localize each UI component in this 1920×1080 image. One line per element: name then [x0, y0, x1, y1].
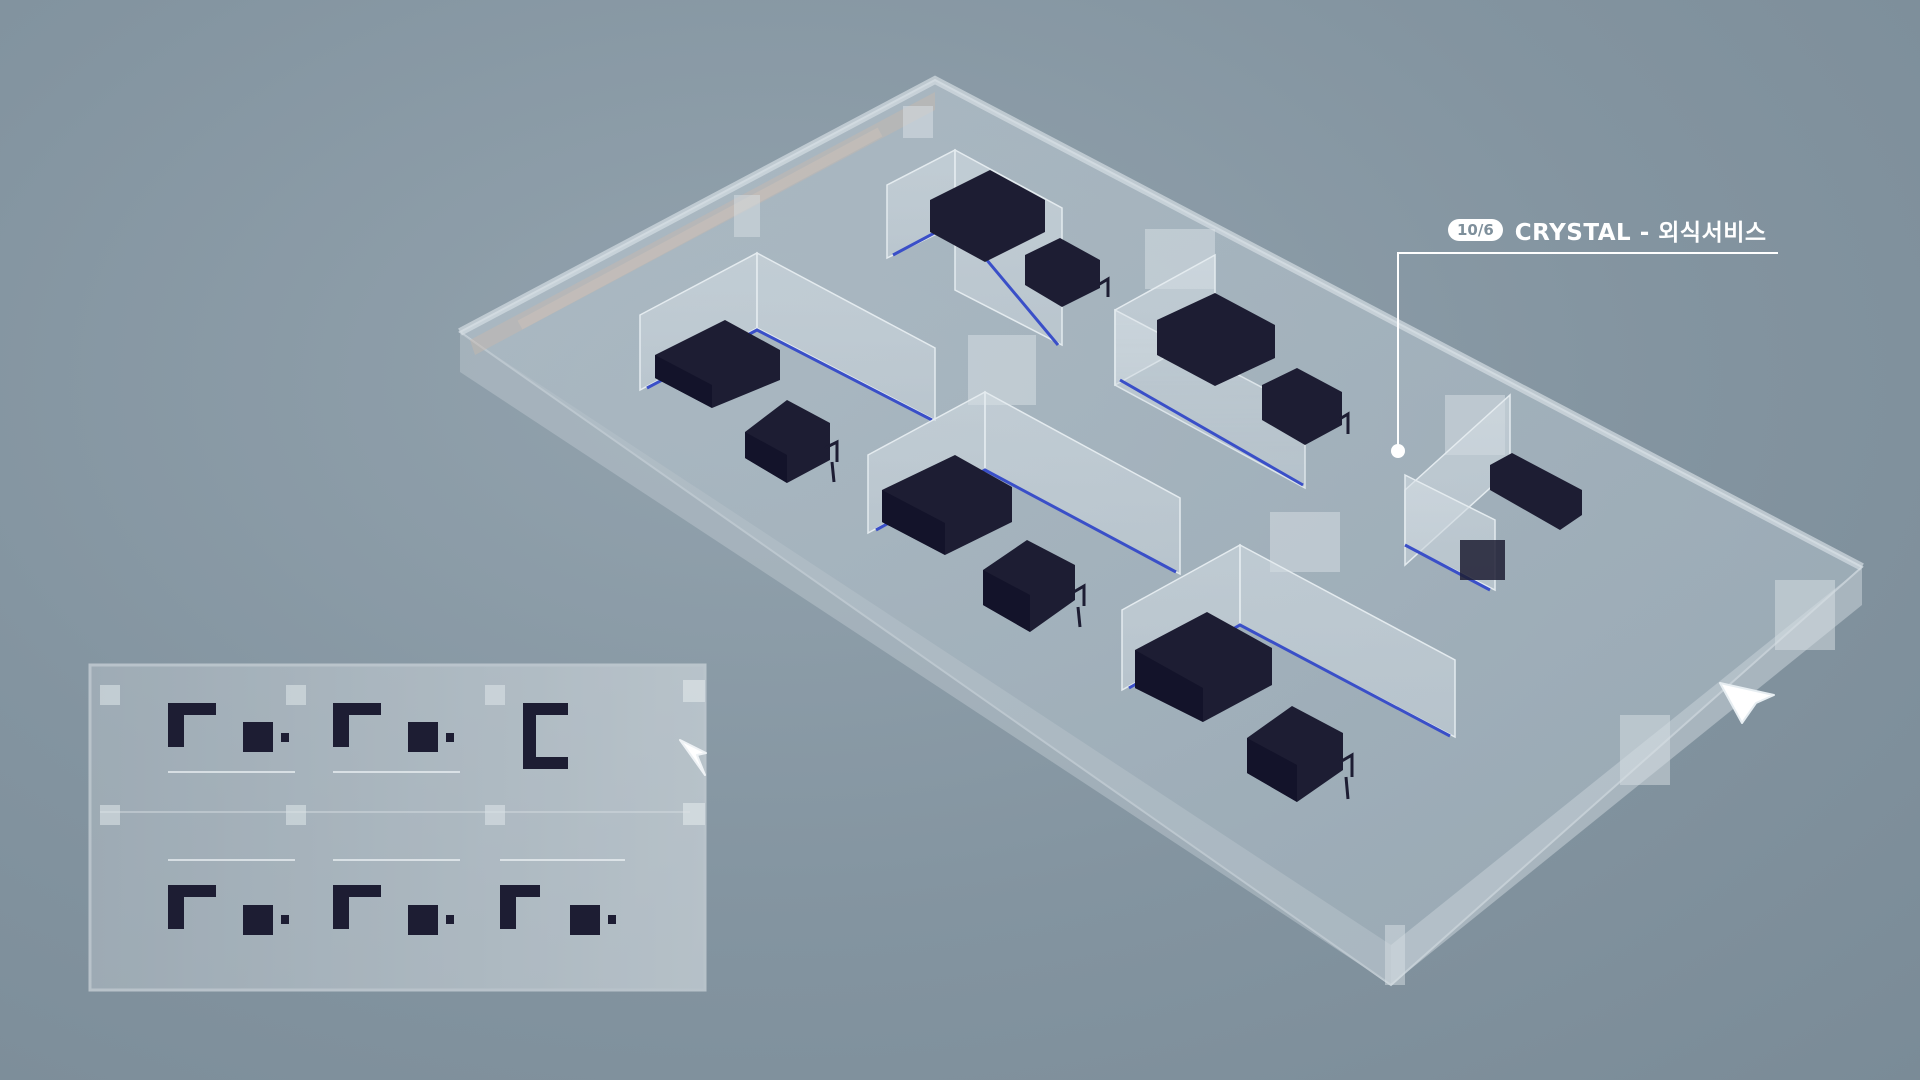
- arrowhead-left-icon[interactable]: [679, 739, 707, 776]
- office-cell-f: [1121, 543, 1456, 802]
- office-cell-d: [1114, 253, 1350, 490]
- office-cell-c: [867, 390, 1181, 632]
- office-cell-b: [886, 148, 1110, 347]
- office-cell-a: [639, 251, 936, 483]
- minimap[interactable]: [88, 663, 707, 992]
- office-cell-e: [1404, 393, 1582, 592]
- callout-leader: [1391, 252, 1778, 458]
- date-badge: 10/6: [1448, 219, 1503, 241]
- room-callout[interactable]: 10/6 CRYSTAL - 외식서비스: [1448, 213, 1767, 247]
- arrowhead-pointer-icon[interactable]: [1719, 682, 1775, 724]
- room-name-label: CRYSTAL - 외식서비스: [1514, 220, 1767, 246]
